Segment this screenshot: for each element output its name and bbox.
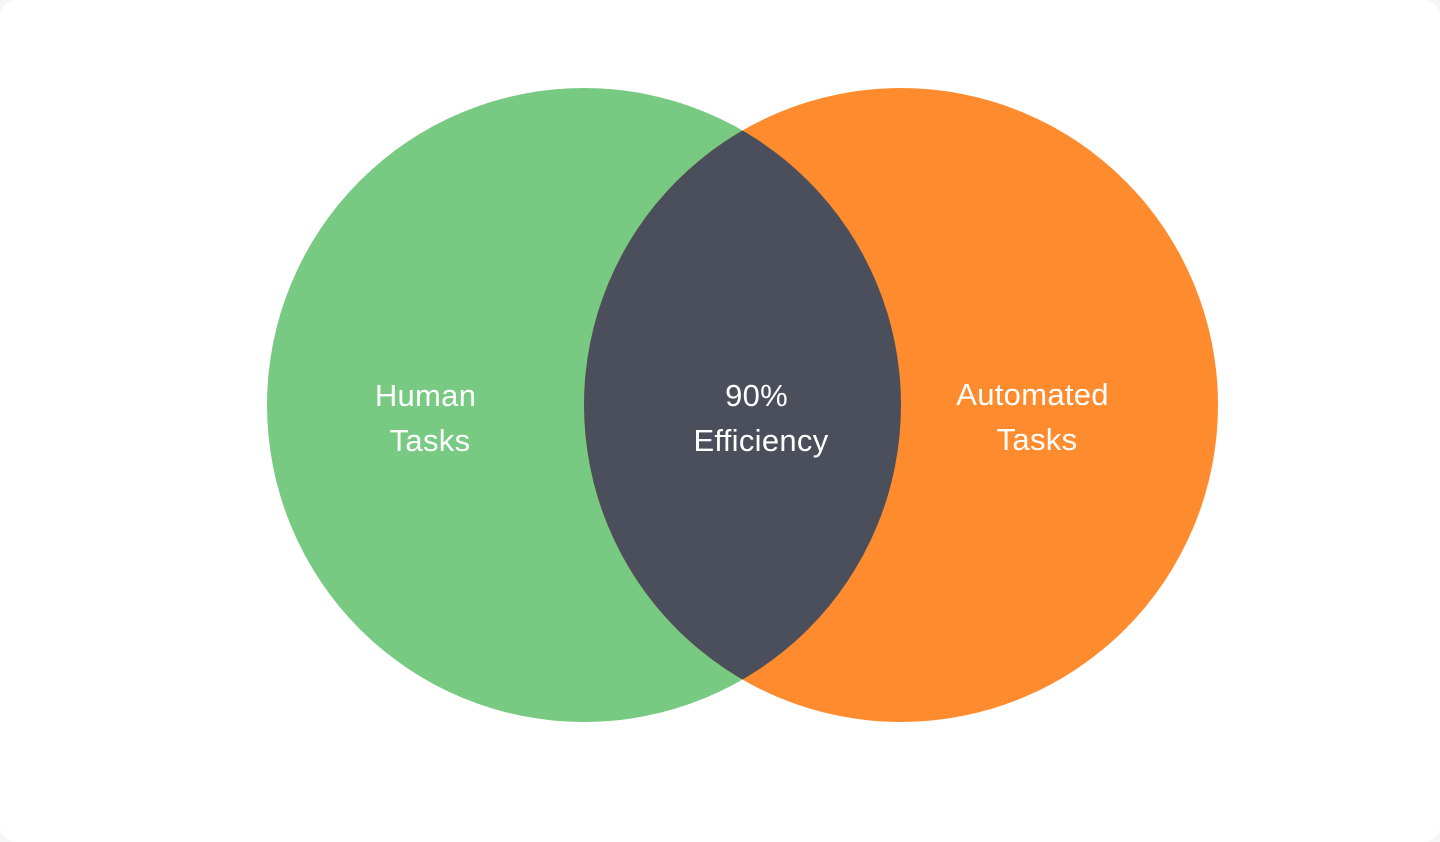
efficiency-label: 90% Efficiency [693, 378, 828, 458]
automated-tasks-label-line2: Tasks [997, 422, 1078, 457]
automated-tasks-label: Automated Tasks [956, 377, 1118, 457]
efficiency-label-line1: 90% [725, 378, 788, 413]
automated-tasks-label-line1: Automated [956, 377, 1109, 412]
efficiency-overlap-region [584, 88, 901, 722]
human-tasks-label-line1: Human [375, 378, 476, 413]
human-tasks-label-line2: Tasks [390, 423, 471, 458]
efficiency-label-line2: Efficiency [693, 423, 828, 458]
human-tasks-label: Human Tasks [375, 378, 485, 458]
